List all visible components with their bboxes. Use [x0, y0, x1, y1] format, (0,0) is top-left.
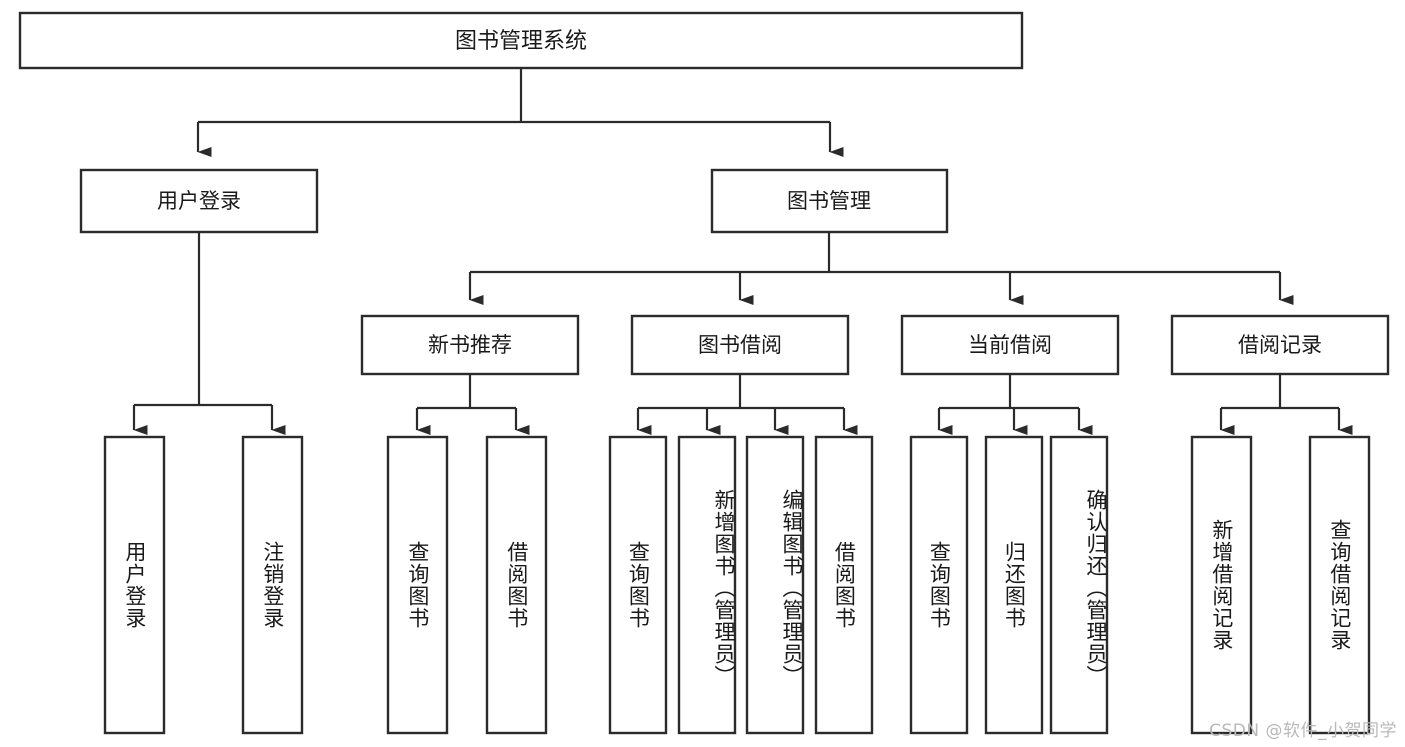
node-root-system[interactable]: 图书管理系统 [18, 11, 1024, 70]
leaf-box-query-book-cur[interactable] [909, 435, 969, 735]
node-book-borrow-label: 图书借阅 [698, 333, 782, 357]
leaf-box-return-book[interactable] [984, 435, 1044, 735]
leaf-box-add-borrow-record[interactable] [1190, 435, 1253, 735]
node-new-book-recommend[interactable]: 新书推荐 [360, 314, 580, 376]
node-root-label: 图书管理系统 [455, 29, 587, 54]
node-book-management[interactable]: 图书管理 [710, 168, 949, 234]
leaf-box-user-login[interactable] [103, 435, 166, 735]
leaf-box-edit-book-admin[interactable] [745, 435, 805, 735]
node-book-borrow-box[interactable] [630, 314, 850, 376]
node-new-book-recommend-box[interactable] [360, 314, 580, 376]
node-book-borrow[interactable]: 图书借阅 [630, 314, 850, 376]
leaf-box-query-book-rec[interactable] [386, 435, 449, 735]
node-user-login-box[interactable] [79, 168, 319, 234]
node-user-login[interactable]: 用户登录 [79, 168, 319, 234]
leaf-box-query-book-brw[interactable] [608, 435, 668, 735]
leaf-box-logout[interactable] [241, 435, 304, 735]
node-current-borrow[interactable]: 当前借阅 [900, 314, 1120, 376]
leaf-box-confirm-return[interactable] [1049, 435, 1109, 735]
leaf-box-add-book-admin[interactable] [677, 435, 737, 735]
node-borrow-record-label: 借阅记录 [1238, 333, 1322, 357]
node-book-management-label: 图书管理 [787, 189, 871, 213]
node-current-borrow-label: 当前借阅 [968, 333, 1052, 357]
node-borrow-record-box[interactable] [1170, 314, 1390, 376]
connector-group-current-borrow [937, 374, 1093, 435]
leaf-box-query-borrow-rec[interactable] [1308, 435, 1371, 735]
connector-group-book-manage [468, 232, 1294, 305]
connector-group-book-borrow [636, 374, 858, 435]
leaf-box-borrow-book-brw[interactable] [814, 435, 874, 735]
csdn-watermark: CSDN @软件_小贺同学 [1209, 721, 1397, 741]
node-current-borrow-box[interactable] [900, 314, 1120, 376]
node-borrow-record[interactable]: 借阅记录 [1170, 314, 1390, 376]
node-new-book-recommend-label: 新书推荐 [428, 333, 512, 357]
node-user-login-label: 用户登录 [157, 189, 241, 213]
connector-group-borrow-record [1219, 374, 1353, 435]
connector-group-new-book [415, 374, 530, 435]
connector-group-root [196, 68, 844, 157]
node-root-box[interactable] [18, 11, 1024, 70]
leaf-box-borrow-book-rec[interactable] [485, 435, 548, 735]
connector-group-user-login [132, 232, 286, 435]
node-book-management-box[interactable] [710, 168, 949, 234]
